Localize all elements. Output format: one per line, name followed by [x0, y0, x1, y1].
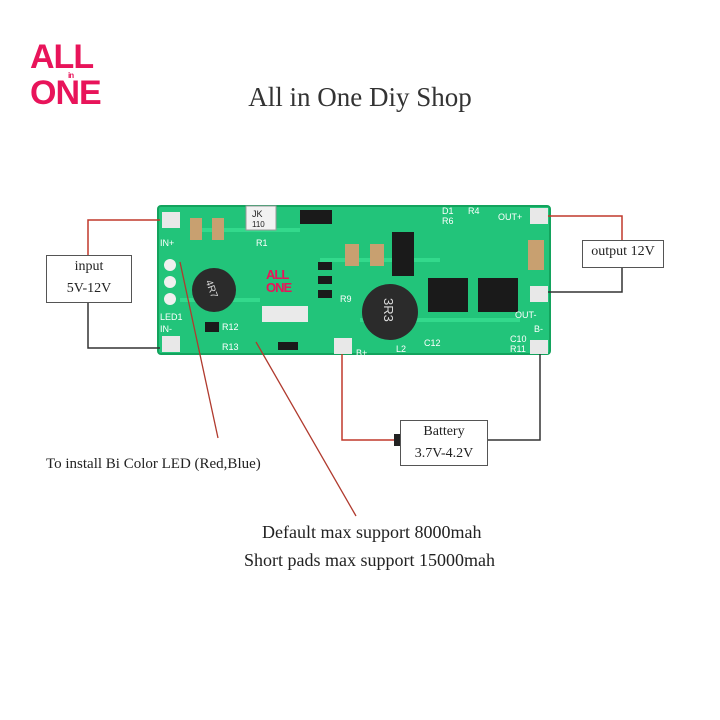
input-label-line2: 5V-12V	[66, 281, 112, 296]
logo-top-text: ALL	[30, 38, 94, 76]
input-label-line1: input	[74, 259, 104, 274]
silk-led1: LED1	[160, 312, 183, 322]
battery-terminal	[394, 434, 400, 446]
silk-inductor2: 3R3	[381, 298, 396, 322]
page-title: All in One Diy Shop	[248, 82, 472, 112]
silk-b-plus: B+	[356, 348, 367, 358]
silk-l2: L2	[396, 344, 406, 354]
chip-jk	[245, 205, 277, 231]
silk-r9: R9	[340, 294, 352, 304]
silk-in-minus: IN-	[160, 324, 172, 334]
led-hole-2	[164, 276, 176, 288]
resistor-r13	[278, 342, 298, 350]
led-hole-1	[164, 259, 176, 271]
wire-input-negative	[87, 300, 160, 349]
capacitor-3	[345, 244, 359, 266]
pad-out-minus	[530, 286, 548, 302]
inductor-4r7	[192, 268, 236, 312]
battery-label-line2: 3.7V-4.2V	[414, 446, 474, 461]
input-label-box: input 5V-12V	[46, 255, 132, 303]
silk-out-minus: OUT-	[515, 310, 537, 320]
led-hole-3	[164, 293, 176, 305]
board-logo-bottom: ONE	[266, 280, 292, 295]
silk-jk-code: 110	[252, 220, 265, 229]
board-logo-top: ALL	[266, 267, 289, 282]
silk-b-minus: B-	[534, 324, 543, 334]
silk-r12: R12	[222, 322, 239, 332]
battery-label-line1: Battery	[423, 424, 465, 439]
capacitor-4	[370, 244, 384, 266]
silk-jk: JK	[252, 209, 263, 219]
component-diode	[300, 210, 332, 224]
silk-in-plus: IN+	[160, 238, 174, 248]
pad-in-minus	[162, 336, 180, 352]
output-label-box: output 12V	[582, 240, 664, 268]
inductor-3r3	[362, 284, 418, 340]
wire-battery-positive	[341, 354, 396, 441]
capacity-note-line2: Short pads max support 15000mah	[244, 550, 495, 570]
pointer-led	[179, 261, 219, 439]
wire-output-negative	[548, 266, 623, 293]
silk-r1: R1	[256, 238, 268, 248]
pad-out-plus	[530, 208, 548, 224]
logo-bottom-text: ONE	[30, 74, 102, 112]
pointer-short-pads	[255, 341, 357, 517]
brand-logo: ALL in ONE	[30, 38, 120, 112]
ic-1	[428, 278, 468, 312]
capacitor-2	[212, 218, 224, 240]
pad-in-plus	[162, 212, 180, 228]
silk-c12: C12	[424, 338, 441, 348]
silk-r4: R4	[468, 206, 480, 216]
board-logo: ALL ONE	[266, 267, 292, 295]
battery-label-box: Battery 3.7V-4.2V	[400, 420, 488, 466]
silk-c10: C10	[510, 334, 527, 344]
resistor-b	[318, 276, 332, 284]
silk-d1: D1	[442, 206, 454, 216]
capacitor-1	[190, 218, 202, 240]
resistor-c	[318, 290, 332, 298]
capacitor-5	[528, 240, 544, 270]
silk-out-plus: OUT+	[498, 212, 522, 222]
capacity-note-line1: Default max support 8000mah	[262, 522, 482, 542]
short-pads	[262, 306, 308, 322]
resistor-a	[318, 262, 332, 270]
silk-r6: R6	[442, 216, 454, 226]
pad-b-minus	[530, 340, 548, 354]
silk-r13: R13	[222, 342, 239, 352]
wire-output-positive	[548, 215, 623, 242]
pad-b-plus	[334, 338, 352, 354]
component-mosfet	[392, 232, 414, 276]
resistor-r12	[205, 322, 219, 332]
logo-small-text: in	[68, 71, 74, 80]
pcb-board	[157, 205, 551, 355]
silk-r11: R11	[510, 344, 526, 354]
led-note: To install Bi Color LED (Red,Blue)	[46, 456, 261, 472]
wire-battery-negative	[486, 354, 541, 441]
output-label: output 12V	[591, 244, 655, 259]
ic-2	[478, 278, 518, 312]
